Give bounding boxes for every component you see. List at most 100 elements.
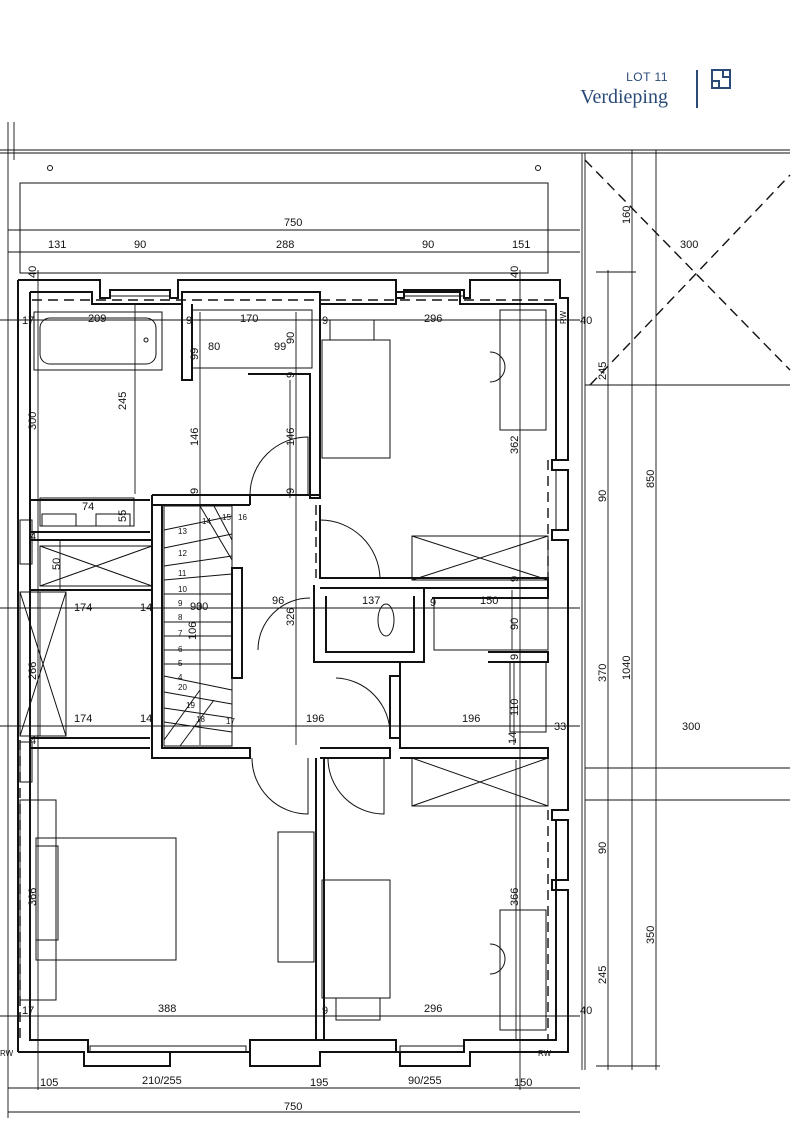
dim-right-245a: 245 (597, 362, 609, 380)
dim-right-160: 160 (621, 206, 633, 224)
dim-bed2-366: 366 (27, 888, 39, 906)
stair-step-number: 5 (178, 659, 183, 668)
dim-bath-55: 55 (117, 510, 129, 522)
dim-right-90b: 90 (597, 842, 609, 854)
dim-toilet-137: 137 (362, 595, 380, 607)
header-divider (696, 70, 698, 108)
extension-lines (0, 122, 790, 1118)
rw-label-left: RW (0, 1049, 14, 1058)
stair-step-number: 10 (178, 585, 187, 594)
dim-shower-90: 90 (509, 618, 521, 630)
dim-wall-4a: 4 (30, 531, 36, 543)
dim-wall-40-tr: 40 (509, 266, 521, 278)
dim-hall-146b: 146 (285, 428, 297, 446)
dimension-lines (0, 150, 660, 1113)
bathroom-fixtures (33, 309, 313, 527)
dim-wall-40-right-top: 40 (580, 315, 592, 327)
floorplan-icon (711, 69, 731, 89)
stair-step-number: 19 (186, 701, 195, 710)
dim-bottom-4: 90/255 (408, 1075, 442, 1087)
stair-step-number: 11 (178, 569, 187, 578)
dim-wall-9g: 9 (509, 576, 521, 582)
rw-label-bottom: RW (538, 1049, 552, 1058)
stair-step-number: 16 (238, 513, 247, 522)
dim-shower-150: 150 (480, 595, 498, 607)
stair-step-number: 18 (196, 715, 205, 724)
dim-bottom-3: 195 (310, 1077, 328, 1089)
dim-right-850: 850 (645, 470, 657, 488)
dim-wall-40-tl: 40 (27, 266, 39, 278)
dim-wall-9f: 9 (322, 1005, 328, 1017)
dim-small-174a: 174 (74, 602, 92, 614)
dim-wall-14c: 14 (507, 732, 519, 744)
interior-walls (30, 304, 549, 1040)
dim-top-5: 151 (512, 239, 530, 251)
stair-step-number: 4 (178, 673, 183, 682)
dim-small-266: 266 (27, 662, 39, 680)
dim-hall-96: 96 (272, 595, 284, 607)
dim-bed1-362: 362 (509, 436, 521, 454)
stair-step-number: 9 (178, 599, 183, 608)
dim-bed1-296: 296 (424, 313, 442, 325)
dim-wall-4b: 4 (30, 735, 36, 747)
dim-right-245b: 245 (597, 966, 609, 984)
dim-right-90a: 90 (597, 490, 609, 502)
stair-step-number: 7 (178, 629, 183, 638)
dim-wall-40-right-bottom: 40 (580, 1005, 592, 1017)
dim-top-2: 90 (134, 239, 146, 251)
stair-step (163, 707, 233, 719)
dim-top-3: 288 (276, 239, 294, 251)
dim-hall-326: 326 (285, 608, 297, 626)
terrace-area (581, 153, 791, 1070)
dim-wall-33: 33 (554, 721, 566, 733)
dim-bed3-296: 296 (424, 1003, 442, 1015)
dim-wall-9h: 9 (509, 654, 521, 660)
rw-label-top: RW (559, 310, 568, 324)
stair-step-number: 15 (222, 513, 231, 522)
dim-wall-17-top: 17 (22, 315, 34, 327)
stair-step (163, 675, 233, 691)
dim-bed3-366: 366 (509, 888, 521, 906)
dim-small-106: 106 (187, 622, 199, 640)
dim-hall-146a: 146 (189, 428, 201, 446)
stair-step (163, 691, 233, 705)
dim-wall-14a: 14 (140, 602, 152, 614)
roof-overhang (19, 165, 549, 274)
stair-step-number: 17 (226, 717, 235, 726)
dim-wall-17-bottom: 17 (22, 1005, 34, 1017)
dim-landing-110: 110 (509, 698, 521, 716)
stair-winder-line (163, 689, 201, 741)
dim-wc-99a: 99 (189, 348, 201, 360)
dim-landing-196a: 196 (306, 713, 324, 725)
stair-step-number: 8 (178, 613, 183, 622)
dim-wall-9a: 9 (186, 315, 192, 327)
stair-step-number: 13 (178, 527, 187, 536)
dimension-labels: 750 131 90 288 90 151 750 105 210/255 19… (0, 206, 700, 1113)
dim-top-4: 90 (422, 239, 434, 251)
dim-right-350: 350 (645, 926, 657, 944)
dim-small-50: 50 (51, 558, 63, 570)
dim-small-174b: 174 (74, 713, 92, 725)
voids (19, 535, 549, 807)
floor-title: Verdieping (580, 86, 668, 108)
dim-wc-170: 170 (240, 313, 258, 325)
stair-step (163, 573, 233, 581)
exterior-walls (17, 279, 569, 1067)
furniture (19, 309, 549, 1031)
stair-step-number: 20 (178, 683, 187, 692)
dim-wc-90: 90 (285, 332, 297, 344)
dim-bath-300: 300 (27, 412, 39, 430)
dim-terrace-bottom: 300 (682, 721, 700, 733)
dim-right-1040: 1040 (621, 656, 633, 680)
dim-bath-74: 74 (82, 501, 94, 513)
dim-wall-9e: 9 (285, 372, 297, 378)
doors (249, 436, 391, 815)
stair-winder-line (179, 699, 215, 747)
dim-top-total: 750 (284, 217, 302, 229)
stair-winder-line (199, 505, 233, 561)
dim-wall-9c: 9 (189, 488, 201, 494)
dim-wall-9b: 9 (322, 315, 328, 327)
stair-step-number: 12 (178, 549, 187, 558)
windows (89, 289, 569, 1053)
